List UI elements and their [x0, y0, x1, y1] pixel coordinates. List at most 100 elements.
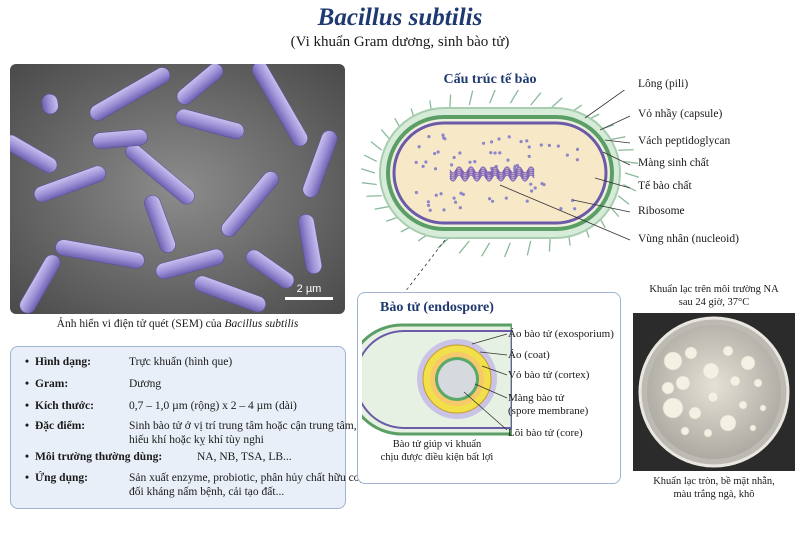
colony [719, 414, 737, 432]
colony [738, 400, 748, 410]
ribosome-dot [498, 151, 502, 155]
colony [702, 362, 720, 380]
spore-core [438, 360, 476, 398]
ribosome-dot [424, 160, 428, 164]
pilus [617, 195, 630, 205]
ribosome-dot [533, 186, 537, 190]
colony [749, 424, 757, 432]
ribosome-dot [506, 158, 510, 162]
pilus [548, 237, 551, 252]
colony [662, 397, 684, 419]
cell-diagram [360, 90, 640, 305]
ribosome-dot [525, 199, 529, 203]
cell-label-pili: Lông (pili) [638, 78, 689, 90]
bacterium-rod [155, 248, 225, 280]
ribosome-dot [433, 151, 437, 156]
ribosome-dot [468, 160, 472, 164]
cell-structure-title: Cấu trúc tế bào [443, 72, 537, 87]
page-title: Bacillus subtilis [317, 4, 483, 31]
cell-label-wall: Vách peptidoglycan [638, 135, 731, 147]
colonies [661, 345, 767, 438]
ribosome-dot [421, 164, 425, 168]
spore-label-exosporium: Áo bào tử (exosporium) [508, 328, 614, 340]
ribosome-dot [527, 145, 531, 149]
pilus [526, 240, 532, 256]
ribosome-dot [453, 200, 458, 204]
ribosome-dot [427, 134, 431, 139]
bacterium-rod [297, 214, 323, 274]
ribosome-dot [570, 198, 575, 202]
pilus [618, 149, 634, 151]
cell-label-nucleoid: Vùng nhân (nucleoid) [638, 233, 739, 245]
ribosome-dot [493, 151, 497, 155]
cell-label-ribosome: Ribosome [638, 205, 685, 217]
ribosome-dot [417, 145, 421, 149]
ribosome-dot [426, 203, 431, 207]
bacterium-rod [221, 171, 279, 237]
pilus [449, 94, 452, 109]
ribosome-dot [490, 199, 495, 203]
colony [759, 404, 767, 412]
bacterium-rod [33, 165, 107, 203]
ribosome-dot [442, 208, 446, 212]
ribosome-dot [540, 182, 544, 186]
ribosome-dot [426, 200, 430, 204]
nucleoid-strand [449, 172, 535, 180]
colony [722, 345, 734, 357]
ribosome-dot [452, 196, 456, 200]
ribosome-dot [414, 190, 419, 195]
ribosome-dot [414, 160, 418, 164]
bacterium-rod [89, 67, 171, 121]
ribosome-dot [449, 163, 454, 167]
colony [740, 355, 756, 371]
pilus [481, 242, 491, 257]
ribosome-dot [497, 137, 501, 141]
spore-label-membrane: Màng bào tử [508, 392, 565, 404]
pilus [489, 90, 496, 104]
ribosome-dot [515, 163, 520, 168]
nucleoid-strand [449, 170, 535, 178]
ribosome-dot [489, 151, 493, 155]
colony [703, 428, 713, 438]
ribosome-dot [519, 139, 523, 144]
ribosome-dot [473, 160, 477, 164]
bacterium-rod [175, 108, 245, 140]
pilus [503, 242, 511, 258]
ribosome-dot [559, 206, 563, 211]
colony-caption: Khuẩn lạc tròn, bề mặt nhẵn,màu trắng ng… [653, 476, 775, 500]
spore-label-coat: Áo (coat) [508, 349, 550, 361]
spore-label-cortex: Vỏ bào tử (cortex) [508, 369, 590, 381]
nucleoid [449, 166, 535, 182]
ribosome-dot [489, 140, 494, 144]
bacterium-rod [92, 129, 148, 149]
bacterium-rod [176, 64, 224, 105]
ribosome-dot [461, 192, 465, 196]
pilus [509, 90, 519, 104]
pilus [624, 172, 640, 178]
colony [661, 381, 675, 395]
ribosome-dot [481, 141, 486, 145]
colony [684, 346, 698, 360]
ribosome-dot [488, 197, 492, 201]
cell-leader-lines [499, 90, 631, 241]
ribosome-dot [504, 196, 508, 200]
ribosome-dot [539, 143, 543, 147]
ribosome-dot [556, 144, 560, 148]
colony [729, 375, 741, 387]
pilus [360, 168, 376, 174]
bacterium-rod [251, 64, 309, 147]
sem-caption-species: Bacillus subtilis [224, 318, 299, 330]
bacterium-rod [245, 249, 295, 289]
spore-leader-lines [463, 333, 508, 431]
pilus [609, 136, 626, 141]
spore-label-core: Lõi bào tử (core) [508, 427, 583, 439]
pilus [530, 92, 542, 106]
pilus [623, 160, 639, 164]
colony [707, 391, 719, 403]
pilus [458, 240, 470, 254]
ribosome-dot [458, 151, 462, 155]
pilus [468, 90, 474, 106]
ribosome-dot [441, 133, 445, 137]
cell-label-membrane: Màng sinh chất [638, 157, 709, 169]
bacterium-rod [193, 275, 267, 313]
